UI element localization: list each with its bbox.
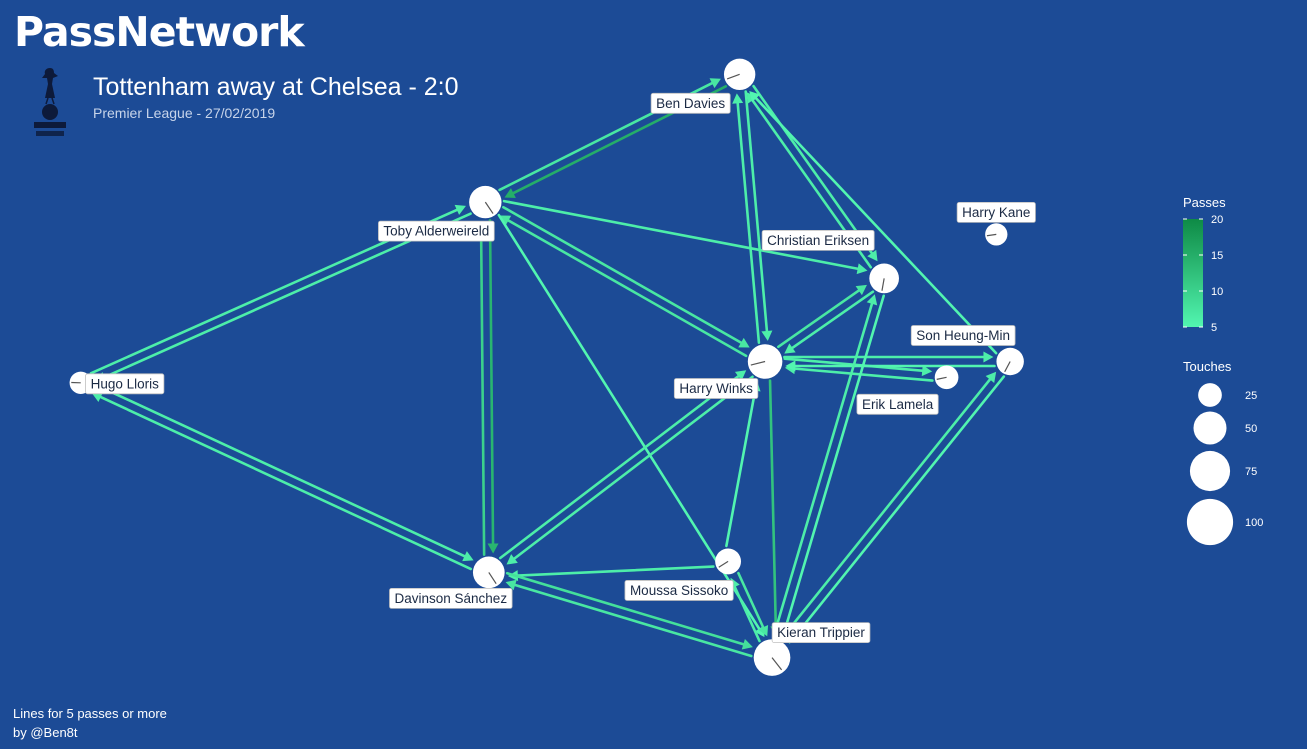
pass-edge-alderweireld-sanchez	[487, 218, 499, 554]
player-label-kane: Harry Kane	[956, 202, 1036, 223]
pass-edge-son-winks	[785, 360, 996, 372]
svg-text:50: 50	[1245, 423, 1257, 435]
brand-title: PassNetwork	[14, 8, 305, 56]
player-node-son	[996, 347, 1024, 376]
svg-text:Hugo Lloris: Hugo Lloris	[91, 376, 160, 391]
pass-edge-sissoko-sanchez	[507, 565, 715, 582]
pass-edge-sissoko-winks	[725, 380, 761, 548]
pass-edge-lloris-sanchez	[93, 382, 474, 562]
player-node-winks	[747, 344, 783, 379]
pass-edge-trippier-sanchez	[505, 579, 753, 658]
pass-edge-winks-trippier	[768, 379, 782, 637]
svg-text:Harry Kane: Harry Kane	[962, 205, 1030, 220]
pass-edge-sanchez-trippier	[505, 571, 753, 650]
svg-text:Erik Lamela: Erik Lamela	[862, 397, 934, 412]
player-label-lloris: Hugo Lloris	[85, 373, 165, 395]
player-label-davies: Ben Davies	[650, 92, 731, 114]
pass-edge-winks-eriksen	[777, 284, 867, 349]
legend-touches-item: 75	[1189, 450, 1257, 492]
club-crest-icon	[34, 68, 66, 136]
svg-text:Davinson Sánchez: Davinson Sánchez	[395, 591, 508, 606]
footnote-threshold: Lines for 5 passes or more	[13, 706, 167, 721]
legend-passes-colorbar	[1183, 219, 1203, 327]
legend-touches-title: Touches	[1183, 359, 1232, 374]
player-nodes	[69, 58, 1024, 676]
legend-passes-tick: 5	[1211, 322, 1217, 334]
player-label-trippier: Kieran Trippier	[771, 622, 871, 643]
pass-edge-son-davies	[749, 91, 998, 355]
pass-edge-sissoko-trippier	[737, 571, 769, 637]
legend-touches-item: 25	[1198, 383, 1257, 407]
pass-edge-alderweireld-winks	[502, 205, 750, 348]
svg-text:100: 100	[1245, 517, 1263, 529]
pass-edge-trippier-son	[779, 371, 997, 641]
pass-edge-winks-sanchez	[506, 375, 754, 565]
legend-passes-title: Passes	[1183, 195, 1226, 210]
svg-text:75: 75	[1245, 466, 1257, 478]
chart-title: Tottenham away at Chelsea - 2:0	[93, 73, 459, 101]
player-node-kane	[985, 223, 1008, 246]
player-node-sissoko	[715, 548, 742, 575]
svg-text:Toby Alderweireld: Toby Alderweireld	[383, 224, 489, 239]
footnote-credit: by @Ben8t	[13, 725, 78, 740]
pass-edge-sanchez-alderweireld	[475, 221, 487, 556]
player-node-alderweireld	[469, 185, 502, 219]
pass-edge-davies-eriksen	[752, 84, 878, 262]
pass-edge-davies-winks	[744, 90, 773, 341]
svg-text:Christian Eriksen: Christian Eriksen	[767, 233, 869, 248]
player-node-trippier	[753, 639, 791, 676]
player-label-alderweireld: Toby Alderweireld	[378, 220, 495, 242]
pass-edge-eriksen-winks	[784, 290, 875, 354]
player-label-sissoko: Moussa Sissoko	[624, 580, 734, 601]
pass-edges	[89, 78, 1006, 658]
svg-text:25: 25	[1245, 390, 1257, 402]
player-node-sanchez	[472, 556, 505, 589]
player-label-sanchez: Davinson Sánchez	[389, 588, 513, 609]
svg-text:Son Heung-Min: Son Heung-Min	[916, 328, 1010, 343]
player-label-lamela: Erik Lamela	[856, 393, 939, 415]
legend-passes-tick: 20	[1211, 214, 1223, 226]
pass-edge-winks-davies	[732, 93, 761, 344]
pass-edge-sanchez-winks	[498, 370, 747, 560]
svg-text:Ben Davies: Ben Davies	[656, 96, 725, 111]
legend-touches-item: 100	[1186, 498, 1263, 546]
legend-passes-tick: 10	[1211, 286, 1223, 298]
svg-text:Harry Winks: Harry Winks	[679, 381, 753, 396]
svg-text:Kieran Trippier: Kieran Trippier	[777, 625, 865, 640]
player-node-eriksen	[869, 263, 899, 294]
chart-subtitle: Premier League - 27/02/2019	[93, 105, 276, 121]
player-label-eriksen: Christian Eriksen	[761, 229, 875, 251]
player-label-son: Son Heung-Min	[910, 325, 1016, 346]
player-node-davies	[723, 58, 756, 91]
legend-touches-item: 50	[1193, 411, 1257, 445]
legend-passes-tick: 15	[1211, 250, 1223, 262]
player-node-lamela	[934, 365, 959, 390]
pass-edge-sanchez-lloris	[91, 392, 473, 571]
pass-edge-alderweireld-eriksen	[502, 199, 868, 275]
pass-edge-winks-alderweireld	[499, 215, 748, 358]
pass-edge-trippier-eriksen	[772, 294, 878, 639]
svg-text:Moussa Sissoko: Moussa Sissoko	[630, 583, 728, 598]
player-label-winks: Harry Winks	[673, 378, 759, 399]
pass-edge-winks-son	[783, 351, 994, 363]
